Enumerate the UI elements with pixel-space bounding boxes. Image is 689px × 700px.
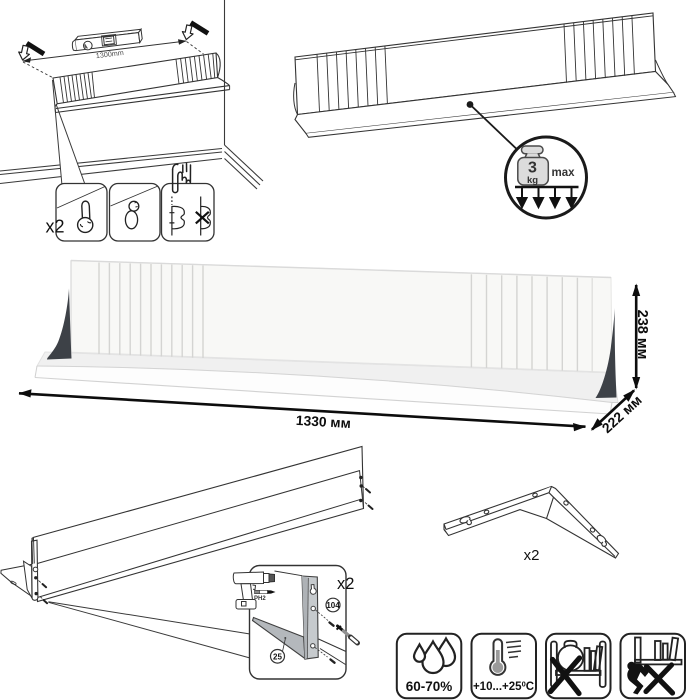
svg-text:max: max	[552, 167, 576, 179]
svg-text:+10...+250C: +10...+250C	[473, 680, 534, 694]
svg-text:60-70%: 60-70%	[406, 679, 453, 694]
svg-text:x2: x2	[337, 575, 354, 593]
svg-text:104: 104	[326, 601, 340, 610]
svg-text:1330 мм: 1330 мм	[296, 413, 352, 431]
svg-text:238 мм: 238 мм	[634, 310, 650, 360]
svg-text:x2: x2	[524, 547, 540, 564]
svg-text:kg: kg	[527, 175, 538, 186]
svg-text:x2: x2	[45, 217, 64, 237]
svg-text:25: 25	[273, 652, 282, 661]
svg-text:PH2: PH2	[254, 596, 266, 602]
svg-text:1300mm: 1300mm	[95, 48, 124, 60]
svg-text:3: 3	[528, 160, 537, 177]
